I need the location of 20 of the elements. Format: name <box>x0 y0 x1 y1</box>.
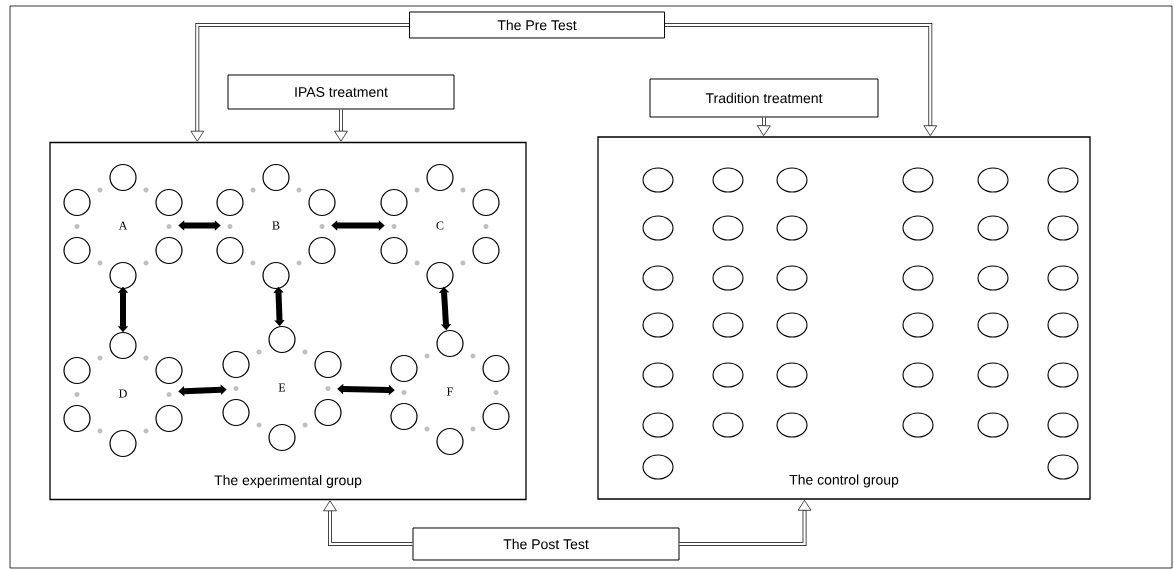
group-box: The control group <box>597 136 1091 500</box>
arrow <box>190 23 409 142</box>
label-box: Tradition treatment <box>649 78 879 118</box>
group-letter: D <box>119 389 127 398</box>
arrow <box>178 384 227 397</box>
arrow <box>665 23 938 137</box>
arrow <box>757 117 771 137</box>
arrow <box>679 499 812 546</box>
arrow <box>331 220 385 231</box>
label-box: The Pre Test <box>409 11 665 39</box>
group-letter: B <box>272 221 280 230</box>
arrow <box>178 220 221 231</box>
group-letter: E <box>278 383 286 392</box>
arrow <box>323 500 413 546</box>
group-letter: F <box>447 387 453 396</box>
label-box: IPAS treatment <box>227 74 455 110</box>
group-letter: C <box>436 221 444 230</box>
arrow <box>334 109 348 142</box>
group-letter: A <box>118 221 128 230</box>
label-box: The Post Test <box>412 527 680 561</box>
